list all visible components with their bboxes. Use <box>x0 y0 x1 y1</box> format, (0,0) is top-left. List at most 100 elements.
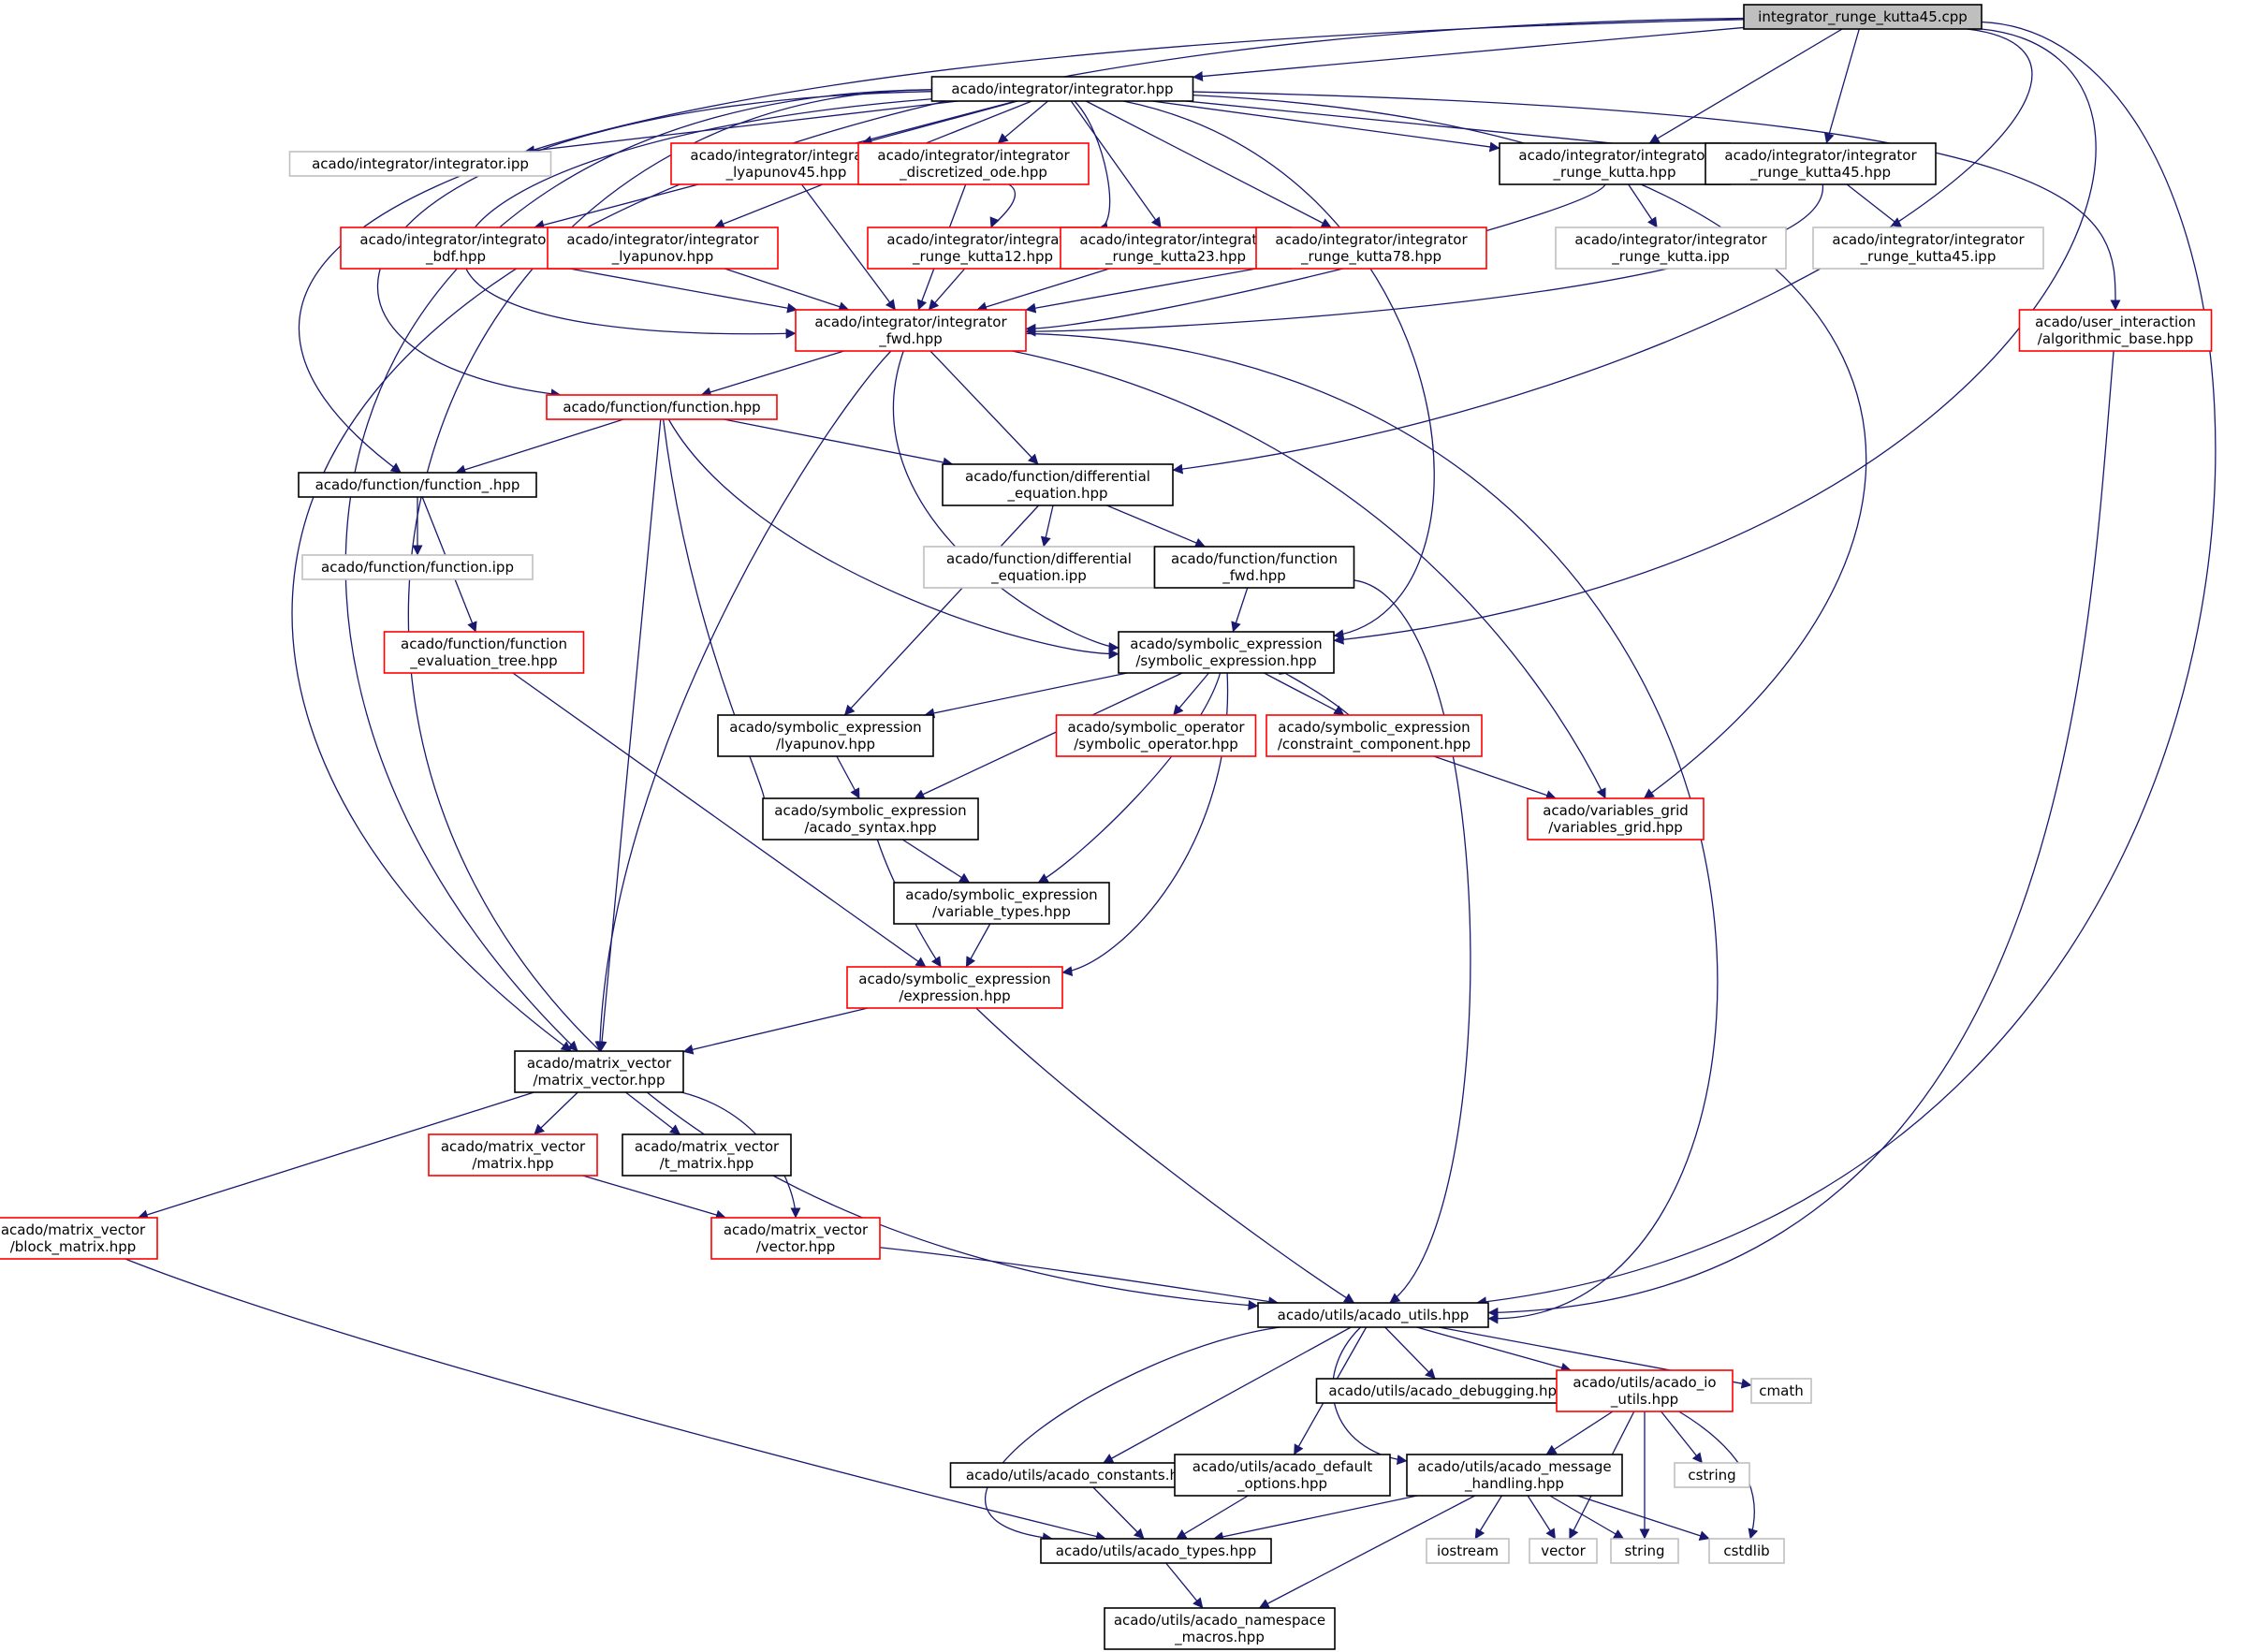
node-box <box>1556 1369 1734 1412</box>
node-label: vector <box>1541 1542 1586 1559</box>
node-function_[interactable]: acado/function/function_.hpp <box>298 472 537 498</box>
node-root[interactable]: integrator_runge_kutta45.cpp <box>1743 4 1983 30</box>
edge-utils-to-types <box>985 1326 1280 1543</box>
node-label: acado/function/function.ipp <box>321 559 514 576</box>
edge-integrator_hpp-to-utils <box>407 89 1259 1310</box>
edge-constraint-to-vargrid <box>1433 755 1557 800</box>
edge-integrator_hpp-to-algorithmic <box>1193 91 2121 311</box>
node-box <box>1257 1302 1489 1328</box>
node-function_ipp: acado/function/function.ipp <box>301 554 534 580</box>
node-bdf[interactable]: acado/integrator/integrator_bdf.hpp <box>340 227 572 270</box>
node-types[interactable]: acado/utils/acado_types.hpp <box>1040 1538 1272 1564</box>
node-function_hpp[interactable]: acado/function/function.hpp <box>546 394 778 420</box>
node-label: _runge_kutta.hpp <box>1553 164 1676 182</box>
node-discretized[interactable]: acado/integrator/integrator_discretized_… <box>857 142 1090 185</box>
edge-function_hpp-to-syntax <box>662 418 774 810</box>
edge-message-to-vector_std <box>1527 1495 1557 1540</box>
node-integrator_hpp[interactable]: acado/integrator/integrator.hpp <box>930 76 1194 102</box>
node-label: _runge_kutta23.hpp <box>1105 248 1246 266</box>
node-box <box>930 76 1194 102</box>
edge-root-to-matvec <box>291 17 1745 1052</box>
node-label: acado/symbolic_expression <box>905 886 1097 904</box>
node-debugging[interactable]: acado/utils/acado_debugging.hpp <box>1315 1378 1579 1404</box>
edge-vector_hpp-to-utils <box>879 1247 1280 1308</box>
edge-root-to-rk_hpp <box>1648 28 1843 144</box>
node-label: acado/utils/acado_types.hpp <box>1056 1542 1256 1560</box>
node-constants[interactable]: acado/utils/acado_constants.hpp <box>949 1462 1213 1488</box>
edge-integrator_hpp-to-rk_hpp <box>1151 100 1500 153</box>
node-label: _macros.hpp <box>1174 1629 1265 1646</box>
node-label: _fwd.hpp <box>1222 567 1286 585</box>
node-rk45_hpp[interactable]: acado/integrator/integrator_runge_kutta4… <box>1705 142 1937 185</box>
node-diffeq[interactable]: acado/function/differential_equation.hpp <box>942 463 1174 506</box>
node-box <box>893 882 1110 925</box>
node-vargrid[interactable]: acado/variables_grid/variables_grid.hpp <box>1527 797 1705 841</box>
node-label: acado/utils/acado_io <box>1573 1374 1716 1392</box>
node-symexpr[interactable]: acado/symbolic_expression/symbolic_expre… <box>1118 631 1335 674</box>
node-namespace[interactable]: acado/utils/acado_namespace_macros.hpp <box>1104 1607 1336 1650</box>
node-label: _runge_kutta45.ipp <box>1860 248 1997 266</box>
node-defaults[interactable]: acado/utils/acado_default_options.hpp <box>1174 1454 1391 1497</box>
node-box <box>622 1133 792 1177</box>
node-matrix[interactable]: acado/matrix_vector/matrix.hpp <box>428 1133 598 1177</box>
edge-integrator_hpp-to-fwd <box>462 98 932 339</box>
node-sym_lyapunov[interactable]: acado/symbolic_expression/lyapunov.hpp <box>717 714 934 757</box>
node-label: acado/matrix_vector <box>1 1221 146 1239</box>
node-label: acado/function/differential <box>946 550 1132 567</box>
node-lyapunov[interactable]: acado/integrator/integrator_lyapunov.hpp <box>547 227 779 270</box>
node-label: _runge_kutta12.hpp <box>912 248 1053 266</box>
node-box <box>1315 1378 1579 1404</box>
edge-integrator_hpp-to-rk78 <box>1085 100 1332 228</box>
node-label: _runge_kutta45.hpp <box>1749 164 1891 182</box>
node-matvec[interactable]: acado/matrix_vector/matrix_vector.hpp <box>514 1050 684 1093</box>
edge-integrator_hpp-to-discretized <box>997 100 1048 144</box>
node-box <box>762 797 979 841</box>
node-rk_hpp[interactable]: acado/integrator/integrator_runge_kutta.… <box>1499 142 1731 185</box>
node-rk23[interactable]: acado/integrator/integrator_runge_kutta2… <box>1060 227 1292 270</box>
node-label: acado/integrator/integrator <box>1079 231 1272 248</box>
node-constraint[interactable]: acado/symbolic_expression/constraint_com… <box>1266 714 1483 757</box>
edge-lyapunov45-to-fwd <box>800 183 897 311</box>
node-label: acado/integrator/integrator <box>690 147 883 164</box>
node-vartypes[interactable]: acado/symbolic_expression/variable_types… <box>893 882 1110 925</box>
node-box <box>867 227 1099 270</box>
node-message[interactable]: acado/utils/acado_message_handling.hpp <box>1406 1454 1623 1497</box>
node-symop[interactable]: acado/symbolic_operator/symbolic_operato… <box>1055 714 1257 757</box>
node-io_utils[interactable]: acado/utils/acado_io_utils.hpp <box>1556 1369 1734 1412</box>
node-rk78[interactable]: acado/integrator/integrator_runge_kutta7… <box>1255 227 1487 270</box>
node-label: acado/integrator/integrator.hpp <box>951 80 1173 97</box>
node-utils[interactable]: acado/utils/acado_utils.hpp <box>1257 1302 1489 1328</box>
node-box <box>1055 714 1257 757</box>
node-block[interactable]: acado/matrix_vector/block_matrix.hpp <box>0 1217 158 1260</box>
node-tmatrix[interactable]: acado/matrix_vector/t_matrix.hpp <box>622 1133 792 1177</box>
node-box <box>301 554 534 580</box>
node-label: acado/integrator/integrator <box>1518 147 1711 164</box>
node-label: acado/integrator/integrator <box>1724 147 1917 164</box>
node-label: /algorithmic_base.hpp <box>2038 330 2193 348</box>
node-label: acado/symbolic_expression <box>1278 719 1470 737</box>
node-box <box>340 227 572 270</box>
edge-integrator_hpp-to-integrator_ipp <box>523 100 958 156</box>
edge-rk23-to-fwd <box>976 268 1110 313</box>
node-label: _bdf.hpp <box>425 248 486 266</box>
node-box <box>717 714 934 757</box>
edge-discretized-to-rk12 <box>989 183 1017 228</box>
node-syntax[interactable]: acado/symbolic_expression/acado_syntax.h… <box>762 797 979 841</box>
node-label: _discretized_ode.hpp <box>899 164 1047 182</box>
node-label: /acado_syntax.hpp <box>804 819 936 837</box>
node-label: _options.hpp <box>1236 1475 1327 1493</box>
edge-root-to-utils <box>1476 21 2217 1308</box>
node-expression[interactable]: acado/symbolic_expression/expression.hpp <box>846 966 1063 1009</box>
edge-fwd-to-matvec <box>594 350 892 1052</box>
node-eval_tree[interactable]: acado/function/function_evaluation_tree.… <box>383 631 585 674</box>
node-function_fwd[interactable]: acado/function/function_fwd.hpp <box>1153 546 1355 589</box>
node-rk12[interactable]: acado/integrator/integrator_runge_kutta1… <box>867 227 1099 270</box>
node-iostream: iostream <box>1426 1538 1510 1564</box>
node-label: acado/variables_grid <box>1543 802 1689 820</box>
node-label: acado/symbolic_expression <box>774 802 966 820</box>
node-fwd[interactable]: acado/integrator/integrator_fwd.hpp <box>795 309 1027 352</box>
node-algorithmic[interactable]: acado/user_interaction/algorithmic_base.… <box>2018 309 2213 352</box>
node-box <box>1040 1538 1272 1564</box>
edge-rk45_hpp-to-rk45_ipp <box>1846 183 1903 228</box>
node-vector_hpp[interactable]: acado/matrix_vector/vector.hpp <box>710 1217 881 1260</box>
